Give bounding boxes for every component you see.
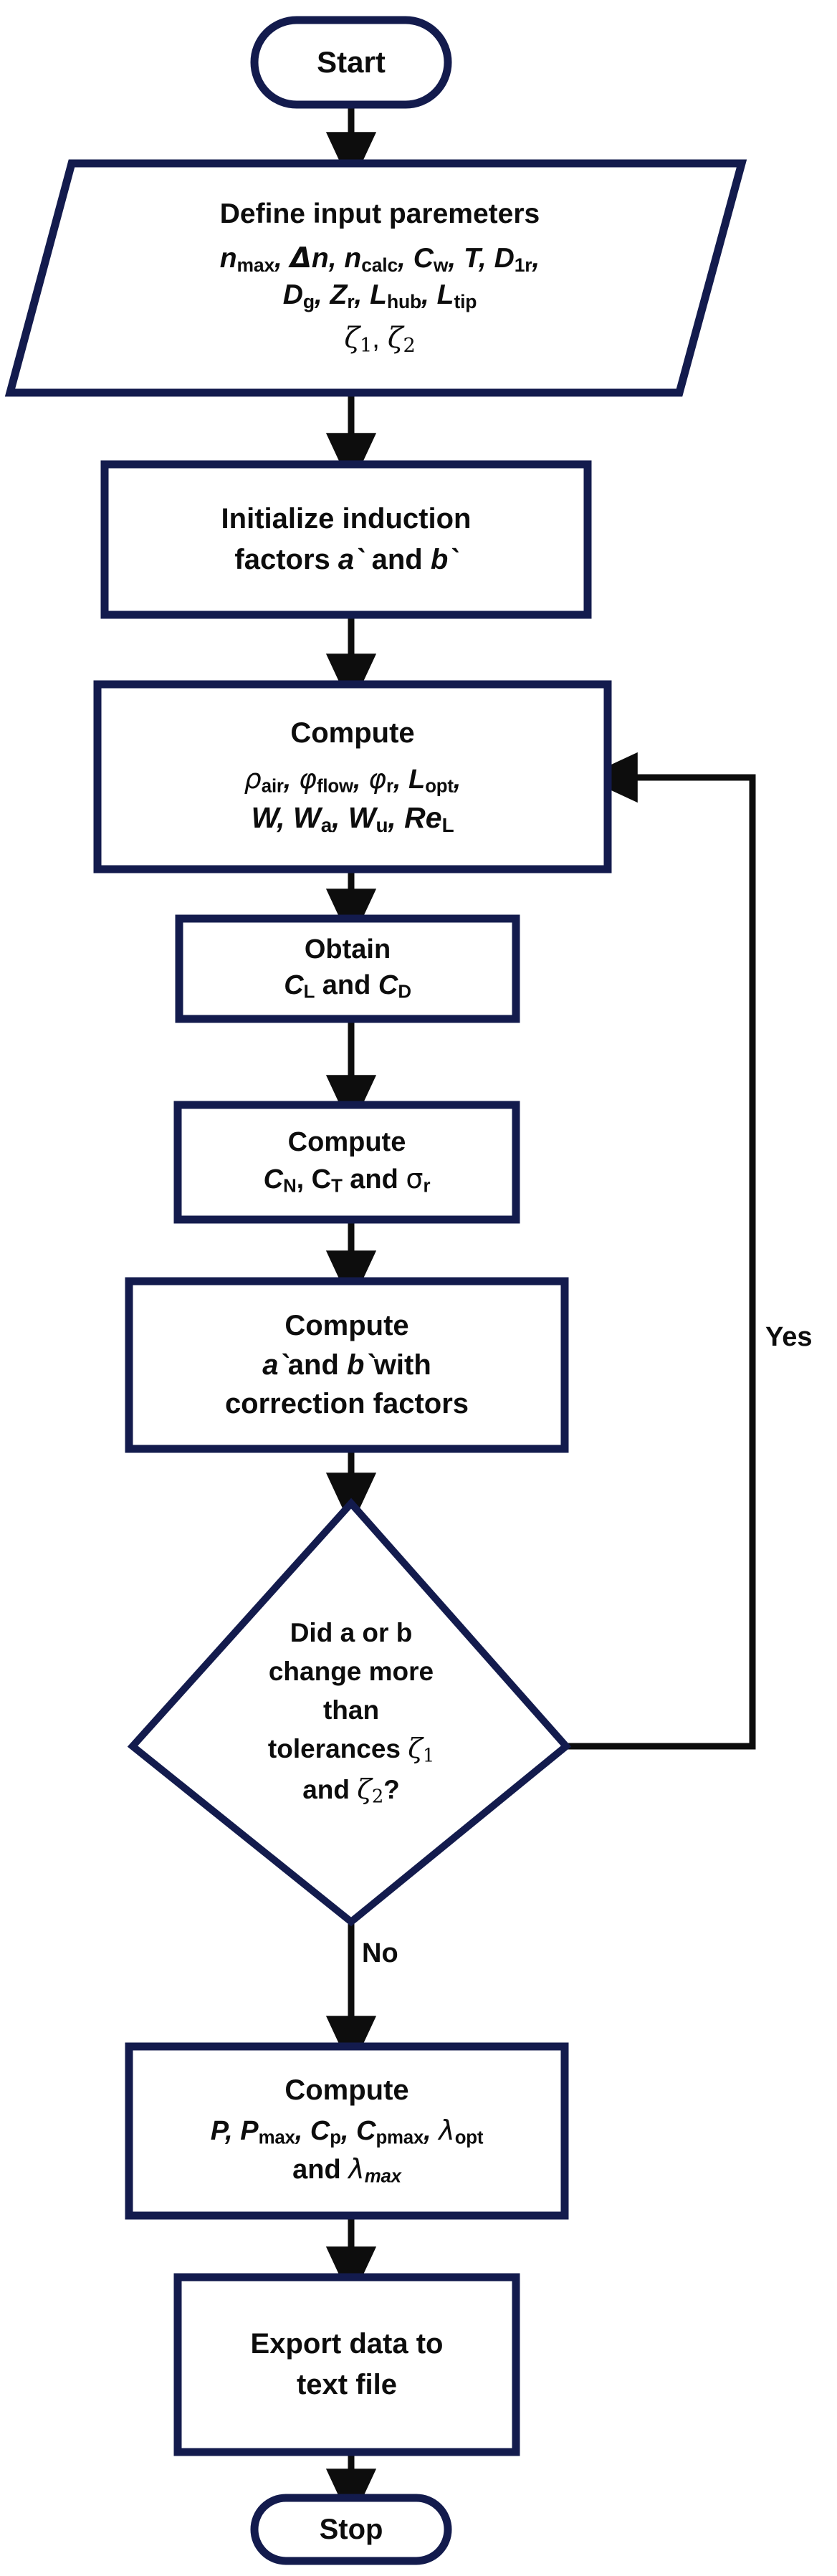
node-compute-cn-shape: [173, 1101, 520, 1224]
node-decision-shape: [127, 1498, 572, 1927]
connector-decision-yes-feedback-loop: [566, 752, 756, 1750]
node-initialize-shape: [100, 460, 592, 619]
node-compute-power-shape: [125, 2042, 569, 2220]
node-stop-shape: [250, 2494, 452, 2565]
edge-label-no: No: [362, 1938, 398, 1968]
node-export-shape: [173, 2273, 520, 2456]
node-define-input-shape: [4, 159, 747, 397]
connector-group: [325, 104, 756, 2523]
edge-label-yes: Yes: [765, 1322, 813, 1352]
node-compute-flow-shape: [93, 680, 612, 873]
node-start-shape: [250, 16, 452, 109]
node-obtain-shape: [175, 914, 520, 1023]
node-compute-corrections-shape: [125, 1277, 569, 1453]
